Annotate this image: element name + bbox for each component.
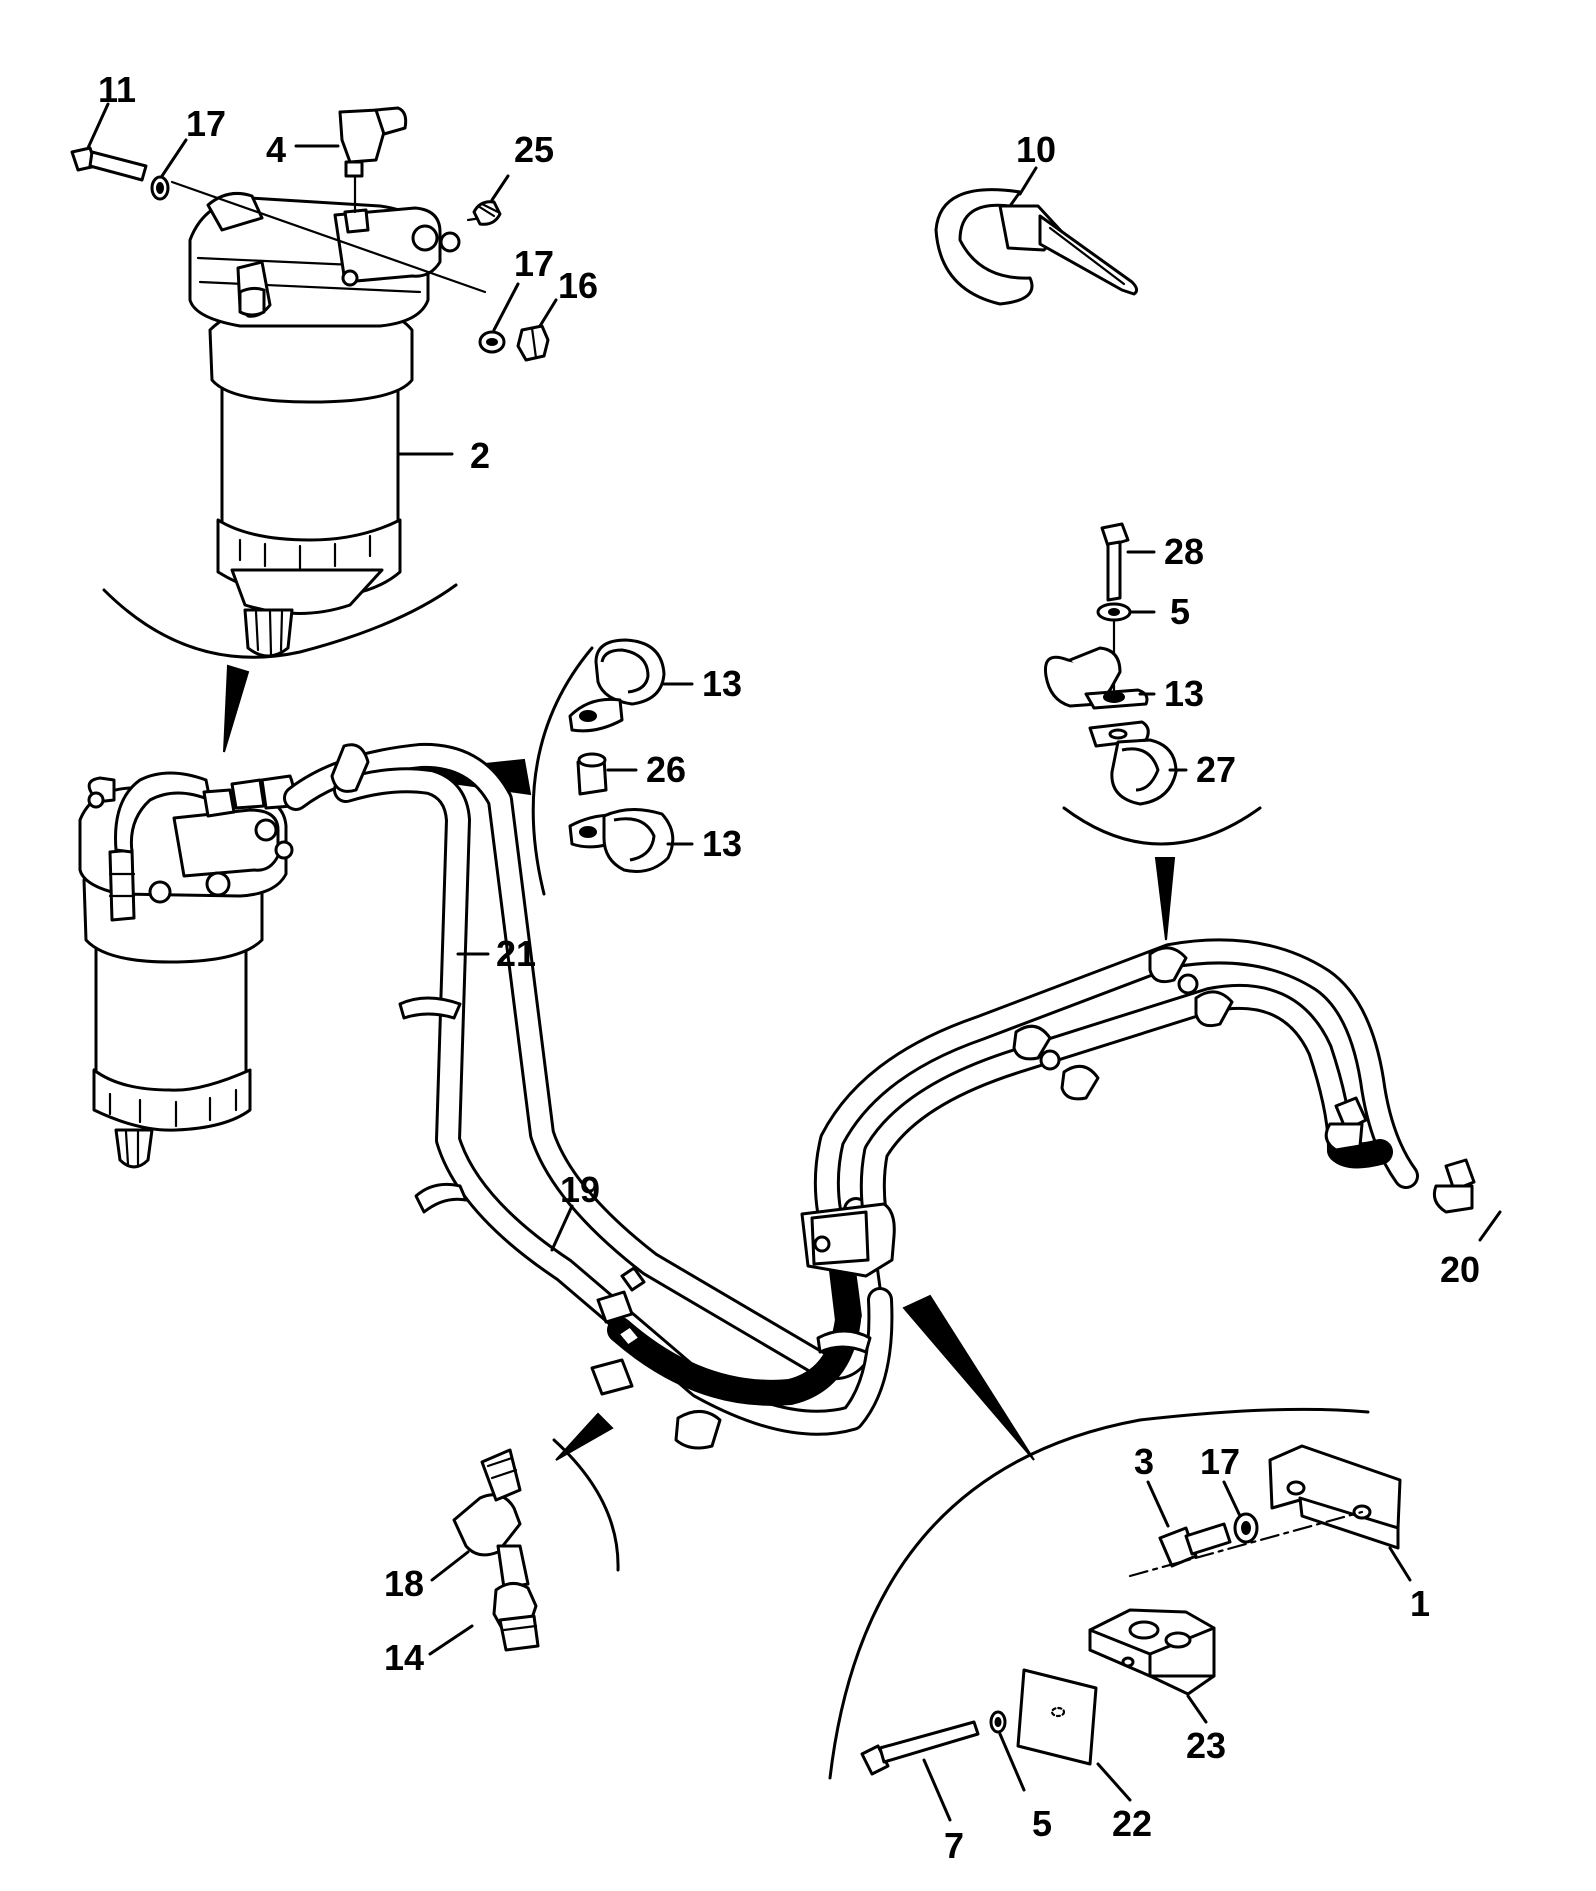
callout-1: 1 [1410,1583,1430,1624]
callout-13: 13 [1164,673,1204,714]
callout-23: 23 [1186,1725,1226,1766]
clamp-stack-detail-right [1043,522,1262,941]
cable-tie-detail [934,166,1139,306]
callout-17: 17 [514,243,554,284]
fuel-filter-detail [70,102,558,658]
callout-27: 27 [1196,749,1236,790]
callout-20: 20 [1440,1249,1480,1290]
callout-5: 5 [1032,1803,1052,1844]
callout-4: 4 [266,129,286,170]
callout-19: 19 [560,1169,600,1210]
fitting-detail [428,1412,620,1656]
callout-13: 13 [702,663,742,704]
callout-26: 26 [646,749,686,790]
callout-3: 3 [1134,1441,1154,1482]
callout-14: 14 [384,1637,424,1678]
fuel-filter-installed [78,583,458,1169]
callout-22: 22 [1112,1803,1152,1844]
hose-routing [283,742,1502,1450]
callout-5: 5 [1170,591,1190,632]
callout-labels: 11 17 4 25 17 16 2 10 28 5 13 27 13 26 1… [98,69,1480,1866]
clamp-stack-detail-center [387,638,694,896]
callout-17: 17 [186,103,226,144]
callout-21: 21 [496,933,536,974]
callout-11: 11 [98,69,136,110]
bracket-block-detail [828,1294,1412,1822]
callout-10: 10 [1016,129,1056,170]
callout-18: 18 [384,1563,424,1604]
callout-17: 17 [1200,1441,1240,1482]
callout-13: 13 [702,823,742,864]
callout-16: 16 [558,265,598,306]
callout-2: 2 [470,435,490,476]
callout-7: 7 [944,1825,964,1866]
callout-25: 25 [514,129,554,170]
callout-28: 28 [1164,531,1204,572]
